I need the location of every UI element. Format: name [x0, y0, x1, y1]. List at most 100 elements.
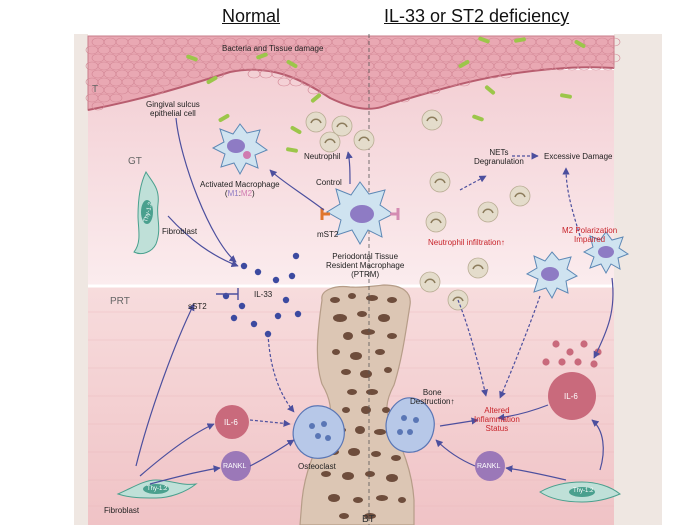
il33-dot [294, 310, 302, 318]
label-sst2: sST2 [188, 302, 207, 311]
epithelial-cell [607, 37, 621, 47]
label-mst2: mST2 [317, 230, 339, 239]
bone-pore [343, 332, 353, 340]
label-altered-line3: Status [485, 424, 509, 433]
neutrophil-nucleus [514, 192, 526, 198]
inflammatory-dot [566, 348, 574, 356]
il33-dot [274, 312, 282, 320]
neutrophil-nucleus [482, 208, 494, 214]
zone-gt: GT [128, 156, 142, 167]
epithelial-cell [91, 101, 105, 111]
epithelial-cell [601, 45, 615, 55]
label-m1: M1 [227, 189, 239, 198]
epithelial-cell [151, 85, 165, 95]
bone-pore [357, 311, 367, 317]
epithelial-cells [85, 37, 621, 111]
left-gutter [74, 34, 88, 525]
inflammatory-dot [574, 358, 582, 366]
bone-pore [387, 333, 397, 339]
il33-dot [272, 276, 280, 284]
label-altered-line1: Altered [484, 406, 510, 415]
bone-pore [366, 389, 378, 395]
bacterium [186, 54, 198, 62]
bone-pore [347, 389, 357, 395]
bone-pore [350, 352, 362, 360]
bone-pore [391, 455, 401, 461]
bacterium [478, 36, 490, 44]
epithelial-cell [211, 69, 225, 79]
epithelial-cell [499, 69, 513, 79]
label-gingival-sulcus: Gingival sulcus epithelial cell [146, 100, 200, 118]
label-excessive-damage: Excessive Damage [544, 152, 613, 161]
label-fibroblast-bottom: Fibroblast [104, 506, 140, 515]
bacterium [514, 37, 526, 43]
label-m1m2-sep: : [238, 189, 241, 198]
il33-dot [230, 314, 238, 322]
neutrophil-cell [509, 185, 531, 207]
il33-dot [240, 262, 248, 270]
bone-pore [360, 370, 372, 378]
label-rankl-left: RANKL [223, 463, 247, 470]
bone-pore [328, 494, 340, 502]
neutrophil-cell [421, 109, 443, 131]
header-deficiency: IL-33 or ST2 deficiency [384, 6, 570, 26]
label-il33: IL-33 [254, 290, 273, 299]
label-gingival-line1: Gingival sulcus [146, 100, 200, 109]
header-normal: Normal [222, 6, 281, 26]
bone-pores [321, 293, 406, 519]
label-gingival-line2: epithelial cell [150, 109, 196, 118]
label-nets-line1: NETs [489, 148, 509, 157]
bone-pore [361, 329, 375, 335]
bone-pore [384, 367, 392, 373]
bacteria-group [186, 36, 586, 153]
fibroblast-bottom-right [539, 481, 621, 503]
activated-macrophage [211, 123, 269, 176]
label-rankl-right: RANKL [477, 463, 501, 470]
neutrophil-cell [331, 115, 353, 137]
bone-pore [382, 407, 390, 413]
inflammatory-dot [552, 340, 560, 348]
neutrophil-cell [477, 201, 499, 223]
fibroblast-bottom-left [116, 479, 198, 499]
rankl-right-circle [475, 451, 505, 481]
label-altered-line2: Inflammation [474, 415, 520, 424]
bacterium [256, 52, 268, 60]
label-bone-line2: Destruction↑ [410, 397, 455, 406]
label-neutrophil: Neutrophil [304, 152, 341, 161]
il33-dot [288, 272, 296, 280]
bone-pore [355, 426, 365, 434]
label-m2-line1: M2 Polarization [562, 226, 618, 235]
fibroblast-top [133, 170, 160, 255]
bone-pore [376, 495, 388, 501]
bone-pore [330, 297, 340, 303]
neutrophil-group [305, 109, 531, 311]
bacterium [310, 93, 322, 103]
bacterium [560, 93, 572, 99]
label-thy-bottom-right: Thy-1.2 [573, 488, 594, 494]
bacterium [290, 126, 302, 134]
bacterium [218, 114, 230, 122]
label-ptrm-line1: Periodontal Tissue [332, 252, 399, 261]
neutrophil-cell [319, 131, 341, 153]
label-m2: M2 [240, 189, 253, 198]
bone-pore [378, 314, 390, 322]
neutrophil-nucleus [472, 264, 484, 270]
il33-dot [254, 268, 262, 276]
il33-dot [282, 296, 290, 304]
bone-pore [398, 497, 406, 503]
inflammatory-dot [558, 358, 566, 366]
neutrophil-nucleus [310, 118, 322, 124]
osteoclast-right [385, 397, 435, 453]
bone-pore [339, 513, 349, 519]
arrows [135, 117, 614, 485]
epithelial-cell [457, 77, 471, 87]
bacterium [286, 60, 298, 68]
bone-pore [342, 472, 354, 480]
epithelial-cell [601, 61, 615, 71]
neutrophil-nucleus [358, 136, 370, 142]
epithelial-cell [427, 85, 441, 95]
rankl-left-circle [221, 451, 251, 481]
epithelial-cell [397, 93, 411, 103]
label-ptrm-line3: (PTRM) [351, 270, 380, 279]
